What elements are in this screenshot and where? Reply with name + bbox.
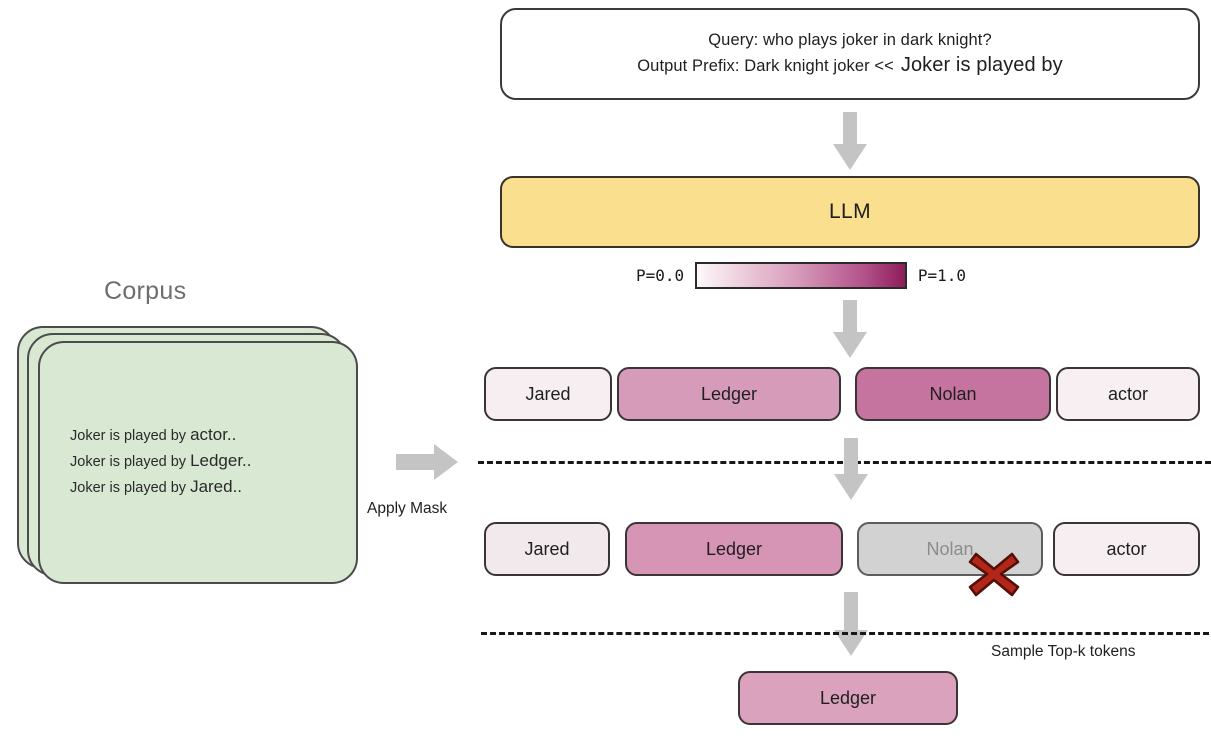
corpus-text-list: Joker is played by actor.. Joker is play… — [70, 425, 252, 497]
token-label: Ledger — [700, 383, 758, 404]
output-prefix-text: Output Prefix: Dark knight joker << — [637, 57, 894, 75]
token-label: actor — [1106, 538, 1147, 559]
corpus-line: Joker is played by Jared.. — [70, 477, 252, 497]
token-box-masked-1[interactable]: Ledger — [625, 522, 843, 576]
token-label: Jared — [524, 538, 570, 559]
token-label: Nolan — [926, 538, 974, 559]
corpus-line-token: actor.. — [190, 425, 237, 444]
corpus-title: Corpus — [104, 277, 187, 305]
arrow-apply-mask — [396, 444, 458, 480]
query-prompt-box: Query: who plays joker in dark knight? O… — [500, 8, 1200, 100]
corpus-line: Joker is played by actor.. — [70, 425, 252, 445]
probability-min-label: P=0.0 — [636, 265, 685, 285]
token-box-raw-0[interactable]: Jared — [484, 367, 612, 421]
query-line: Query: who plays joker in dark knight? — [708, 31, 992, 49]
output-prefix-emphasis: Joker is played by — [900, 54, 1063, 76]
corpus-line-prefix: Joker is played by — [70, 428, 187, 444]
token-label: Ledger — [705, 538, 763, 559]
probability-max-label: P=1.0 — [917, 265, 966, 285]
token-box-masked-3[interactable]: actor — [1053, 522, 1200, 576]
llm-label: LLM — [828, 200, 872, 223]
token-box-raw-1[interactable]: Ledger — [617, 367, 841, 421]
sample-topk-label: Sample Top-k tokens — [991, 643, 1136, 660]
separator-dashed-bottom — [481, 632, 1209, 635]
probability-gradient-bar — [695, 261, 907, 289]
token-label: Nolan — [929, 383, 977, 404]
token-box-masked-0[interactable]: Jared — [484, 522, 610, 576]
output-prefix-line: Output Prefix: Dark knight joker << Joke… — [637, 54, 1063, 77]
arrow-masked-to-sample — [834, 592, 868, 656]
apply-mask-label: Apply Mask — [367, 500, 448, 517]
token-label: actor — [1107, 383, 1149, 404]
corpus-line-prefix: Joker is played by — [70, 454, 187, 470]
selected-token-box[interactable]: Ledger — [738, 671, 958, 725]
corpus-line-token: Jared.. — [190, 477, 243, 496]
corpus-line-prefix: Joker is played by — [70, 480, 187, 496]
arrow-tokens-to-masked — [834, 438, 868, 500]
token-box-raw-3[interactable]: actor — [1056, 367, 1200, 421]
mask-x-icon — [967, 548, 1021, 600]
llm-box: LLM — [500, 176, 1200, 248]
corpus-card-front[interactable] — [38, 341, 358, 584]
arrow-llm-to-tokens — [833, 300, 867, 358]
corpus-line: Joker is played by Ledger.. — [70, 451, 252, 471]
token-box-raw-2[interactable]: Nolan — [855, 367, 1051, 421]
arrow-query-to-llm — [833, 112, 867, 170]
token-label: Jared — [525, 383, 571, 404]
corpus-line-token: Ledger.. — [190, 451, 252, 470]
token-label: Ledger — [819, 687, 877, 708]
probability-legend: P=0.0 P=1.0 — [636, 258, 966, 292]
